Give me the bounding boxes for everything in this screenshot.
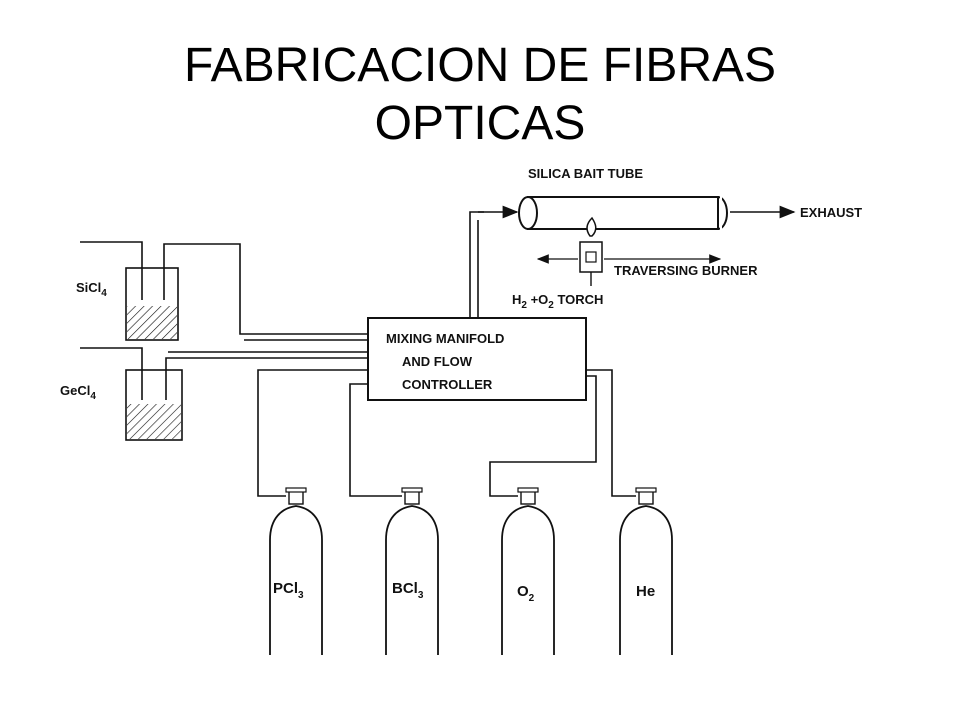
manifold-line-3: CONTROLLER xyxy=(402,377,493,392)
cylinder-bcl3 xyxy=(385,487,439,655)
manifold-to-tube-pipe xyxy=(469,211,484,318)
cylinder-pcl3 xyxy=(269,487,323,655)
cylinder-he-label: He xyxy=(636,583,655,600)
pipe-pcl3 xyxy=(257,369,368,497)
cylinder-o2 xyxy=(501,487,555,655)
traversing-burner-label: TRAVERSING BURNER xyxy=(614,263,758,278)
pipe-he xyxy=(586,369,636,497)
cylinder-he xyxy=(619,487,673,655)
bubbler-gecl4-label: GeCl4 xyxy=(60,383,96,402)
page-title-line-2: OPTICAS xyxy=(374,97,586,150)
flame-icon xyxy=(586,216,597,237)
silica-bait-tube xyxy=(518,196,728,230)
page-title-line-1: FABRICACION DE FIBRAS xyxy=(183,39,777,92)
pipe-o2 xyxy=(489,375,597,497)
torch-label: H2 +O2 TORCH xyxy=(512,292,603,311)
bubbler-sicl4-label: SiCl4 xyxy=(76,280,107,299)
silica-tube-label: SILICA BAIT TUBE xyxy=(528,166,643,181)
bubbler-sicl4 xyxy=(80,241,368,341)
exhaust-label: EXHAUST xyxy=(800,205,862,220)
manifold-line-2: AND FLOW xyxy=(402,354,473,369)
cylinder-bcl3-label: BCl3 xyxy=(392,580,424,601)
cylinder-pcl3-label: PCl3 xyxy=(273,580,304,601)
manifold-line-1: MIXING MANIFOLD xyxy=(386,331,504,346)
traversing-burner xyxy=(579,216,603,286)
bubbler-gecl4 xyxy=(80,347,368,441)
pipe-bcl3 xyxy=(349,383,402,497)
cylinder-o2-label: O2 xyxy=(517,583,535,604)
mixing-manifold-box xyxy=(367,317,587,401)
